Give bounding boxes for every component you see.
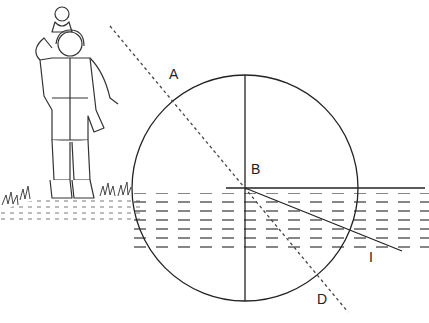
point-label: I — [368, 249, 374, 265]
water-surface — [226, 187, 425, 188]
point-label: A — [168, 66, 179, 82]
incident-ray — [110, 26, 348, 312]
observer-figure — [36, 7, 118, 198]
refracted-ray — [245, 188, 402, 251]
point-label: D — [316, 291, 328, 307]
water — [132, 193, 429, 248]
point-label: B — [250, 161, 261, 177]
